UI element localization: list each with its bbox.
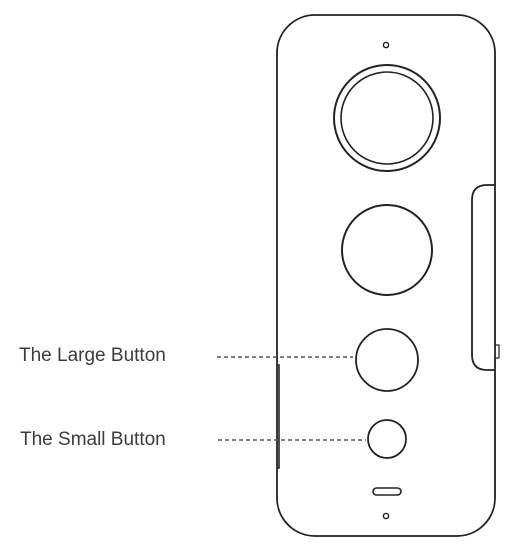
side-slot — [277, 364, 280, 469]
speaker-slot — [372, 487, 402, 496]
camera-body — [276, 14, 496, 537]
small-button-label: The Small Button — [20, 429, 166, 450]
large-button — [355, 328, 419, 392]
screen-circle — [341, 204, 433, 296]
side-port-notch — [495, 344, 500, 359]
large-button-label: The Large Button — [19, 345, 166, 366]
side-port — [471, 184, 495, 371]
lens-inner — [340, 71, 434, 165]
bottom-indicator-dot — [382, 512, 390, 520]
lens-outer — [333, 64, 441, 172]
top-indicator-dot — [382, 41, 390, 49]
small-button — [367, 419, 407, 459]
